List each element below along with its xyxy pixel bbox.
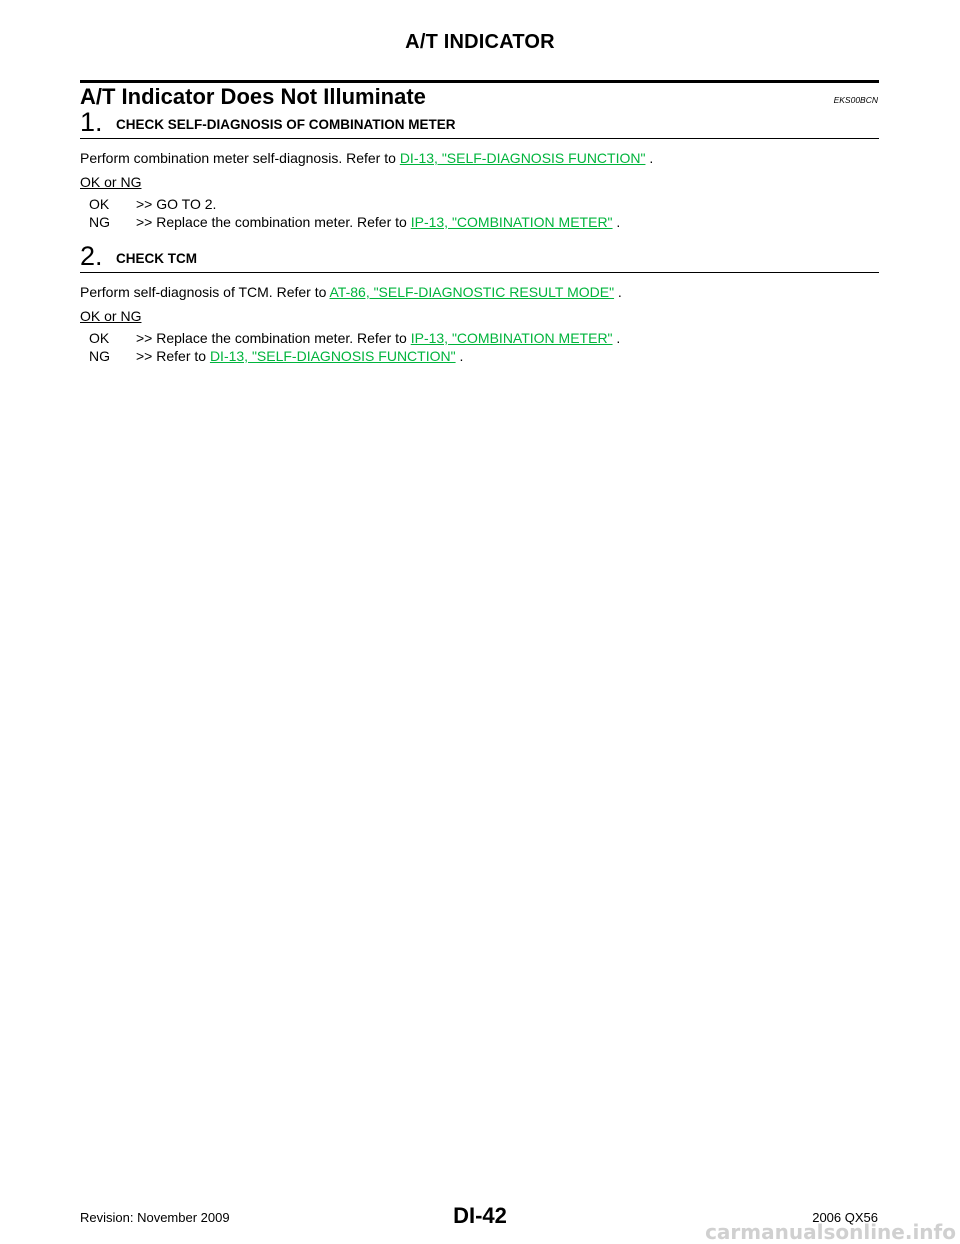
step-2-result-ok-link[interactable]: IP-13, "COMBINATION METER" [410, 330, 613, 346]
step-2-title: CHECK TCM [116, 251, 197, 266]
result-suffix: . [612, 214, 621, 230]
header-divider [80, 80, 879, 83]
step-1-instruction-text: Perform combination meter self-diagnosis… [80, 150, 400, 166]
step-1-title: CHECK SELF-DIAGNOSIS OF COMBINATION METE… [116, 117, 456, 132]
result-label: OK [89, 330, 110, 346]
step-1-number: 1. [80, 107, 103, 137]
result-label: NG [89, 348, 110, 364]
watermark: carmanualsonline.info [705, 1220, 956, 1244]
section-title: A/T Indicator Does Not Illuminate [80, 84, 426, 109]
result-text: >> Replace the combination meter. Refer … [136, 214, 411, 230]
result-suffix: . [455, 348, 464, 364]
step-2-instruction: Perform self-diagnosis of TCM. Refer to … [80, 283, 622, 301]
step-2-result-ok: OK >> Replace the combination meter. Refe… [89, 329, 620, 347]
section-ref-code: EKS00BCN [833, 95, 878, 105]
result-text: >> Replace the combination meter. Refer … [136, 330, 411, 346]
footer-model: 2006 QX56 [812, 1210, 878, 1225]
step-2-ok-ng: OK or NG [80, 308, 142, 324]
step-2-instruction-link[interactable]: AT-86, "SELF-DIAGNOSTIC RESULT MODE" [329, 284, 615, 300]
result-label: NG [89, 214, 110, 230]
footer-revision: Revision: November 2009 [80, 1210, 230, 1225]
result-suffix: . [612, 330, 621, 346]
page-header-title: A/T INDICATOR [405, 31, 555, 53]
step-1-ok-ng: OK or NG [80, 174, 142, 190]
step-1-instruction-suffix: . [645, 150, 654, 166]
result-label: OK [89, 196, 110, 212]
step-2-instruction-suffix: . [614, 284, 622, 300]
step-1-instruction: Perform combination meter self-diagnosis… [80, 149, 653, 167]
step-2-heading: 2. CHECK TCM [80, 242, 879, 273]
step-1-result-ok: OK >> GO TO 2. [89, 195, 216, 213]
step-1-instruction-link[interactable]: DI-13, "SELF-DIAGNOSIS FUNCTION" [399, 150, 646, 166]
result-text: >> GO TO 2. [136, 196, 217, 212]
step-2-result-ng: NG >> Refer to DI-13, "SELF-DIAGNOSIS FUN… [89, 347, 463, 365]
step-1-result-ng: NG >> Replace the combination meter. Refe… [89, 213, 620, 231]
step-2-instruction-text: Perform self-diagnosis of TCM. Refer to [80, 284, 330, 300]
step-2-number: 2. [80, 241, 103, 271]
step-2-result-ng-link[interactable]: DI-13, "SELF-DIAGNOSIS FUNCTION" [209, 348, 456, 364]
result-text: >> Refer to [136, 348, 210, 364]
footer-page-number: DI-42 [453, 1203, 507, 1228]
step-1-result-ng-link[interactable]: IP-13, "COMBINATION METER" [410, 214, 613, 230]
step-1-heading: 1. CHECK SELF-DIAGNOSIS OF COMBINATION M… [80, 108, 879, 139]
